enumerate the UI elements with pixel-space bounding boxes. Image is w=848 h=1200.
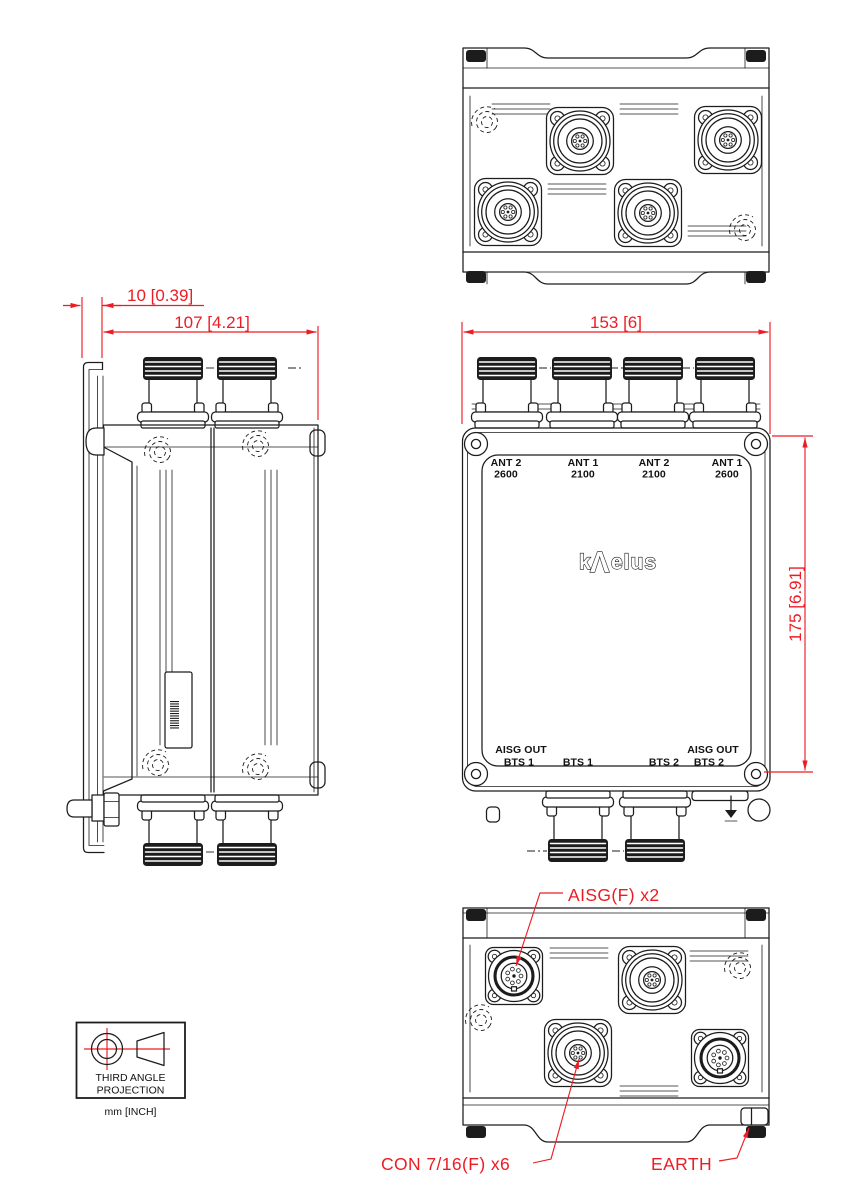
casting-mark [242,753,273,784]
callouts: AISG(F) x2 CON 7/16(F) x6 EARTH [381,885,750,1174]
front-view: ANT 2 2600 ANT 1 2100 ANT 2 2100 ANT 1 2… [461,356,771,863]
earth-symbol [724,795,738,822]
port-labels-bottom: AISG OUT BTS 1 BTS 1 BTS 2 AISG OUT BTS … [495,744,739,769]
logo-text: k [579,551,591,574]
port-label: ANT 2 [491,457,522,469]
callout-text: EARTH [651,1154,712,1174]
mount-foot [746,271,766,283]
callout-aisg: AISG(F) x2 [515,885,660,967]
mount-foot [466,1126,486,1138]
casting-mark [729,214,760,245]
units-text: mm [INCH] [105,1106,157,1118]
earth-terminal [740,1107,769,1126]
mount-foot [466,909,486,921]
connector-aisg [483,945,545,1007]
surface-detail [549,947,609,959]
port-label: 2100 [642,469,666,481]
side-view [66,356,326,867]
dimension-offset: 10 [0.39] [63,286,204,358]
mount-foot [466,271,486,283]
port-label: BTS 1 [563,757,593,769]
dimension-width: 153 [6] [461,313,771,434]
top-view [462,47,770,285]
dimension-text: 107 [4.21] [174,313,250,332]
surface-detail [689,950,749,962]
bracket-stud [66,799,93,818]
port-label: BTS 1 [504,757,534,769]
dimension-text: 175 [6.91] [786,566,805,642]
surface-detail [547,183,607,195]
port-label: ANT 2 [639,457,670,469]
mount-foot [466,50,486,62]
connector-716 [543,1018,613,1088]
connector-716-side [545,356,619,429]
connector-716-side [136,356,210,429]
casting-mark [724,952,755,983]
connector-716-side [136,794,210,867]
mount-foot [746,909,766,921]
connector-716-side [210,794,284,867]
casting-mark [144,436,175,467]
logo-lambda: Λ [590,547,610,579]
port-label: BTS 2 [649,757,679,769]
connector-716 [617,945,687,1015]
bracket-lug [85,427,105,456]
connector-716-side [470,356,544,429]
corner-screw [743,761,769,787]
casting-mark [471,106,502,137]
surface-detail [619,1085,679,1097]
connector-716 [693,105,763,175]
dimension-height: 175 [6.91] [764,435,813,773]
projection-text: THIRD ANGLE [95,1072,165,1084]
connector-aisg [689,1027,751,1089]
connector-716-side [688,356,762,429]
corner-screw [463,431,489,457]
dimension-text: 10 [0.39] [127,286,193,305]
surface-detail [687,225,747,237]
surface-detail [491,103,551,115]
bottom-view [462,907,770,1143]
port-label: AISG OUT [687,744,739,756]
port-labels-top: ANT 2 2600 ANT 1 2100 ANT 2 2100 ANT 1 2… [491,457,743,481]
port-label: 2100 [571,469,595,481]
dimension-depth: 107 [4.21] [103,313,319,420]
product-label [164,671,193,749]
casting-mark [242,430,273,461]
port-label: ANT 1 [712,457,743,469]
callout-earth: EARTH [651,1127,750,1174]
connector-716-side [541,790,615,863]
hex-nut [103,792,120,827]
callout-text: AISG(F) x2 [568,885,660,905]
mounting-bracket [66,361,120,854]
cone-symbol [136,1031,165,1067]
mount-foot [746,1126,766,1138]
surface-detail [619,103,679,115]
projection-symbol: THIRD ANGLE PROJECTION mm [INCH] [75,1021,186,1118]
connector-716-side [616,356,690,429]
connector-716-side [210,356,284,429]
callout-con716: CON 7/16(F) x6 [381,1058,580,1174]
connector-716 [473,177,543,247]
connector-716-side [618,790,692,863]
port-label: 2600 [715,469,739,481]
corner-screw [463,761,489,787]
dimensions: 10 [0.39] 107 [4.21] 153 [6] 175 [6.91] [63,286,813,773]
kaelus-logo: k Λ elus [578,546,657,579]
logo-text: elus [611,551,657,574]
port-label: ANT 1 [568,457,599,469]
bottom-boss [747,798,771,822]
dimension-text: 153 [6] [590,313,642,332]
connector-716 [545,106,615,176]
callout-text: CON 7/16(F) x6 [381,1154,510,1174]
corner-screw [743,431,769,457]
mount-foot [746,50,766,62]
port-label: 2600 [494,469,518,481]
port-label: AISG OUT [495,744,547,756]
projection-text: PROJECTION [97,1085,165,1097]
connector-716 [613,178,683,248]
port-label: BTS 2 [694,757,724,769]
casting-mark [142,749,173,780]
